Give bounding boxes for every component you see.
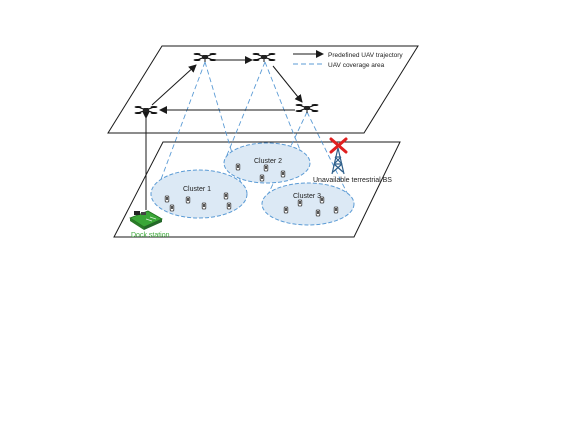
mobile-phone-icon (280, 170, 286, 178)
unavailable-cross-icon (329, 137, 348, 154)
legend: Predefined UAV trajectory UAV coverage a… (293, 50, 403, 69)
mobile-phone-icon (185, 196, 191, 204)
uav-2 (192, 52, 218, 63)
mobile-phone-icon (333, 206, 339, 214)
drone-icon (251, 52, 277, 63)
cluster-3-area (261, 182, 355, 226)
uav-3 (251, 52, 277, 63)
mobile-phone-icon (201, 202, 207, 210)
cluster-1-area (150, 169, 248, 219)
cluster-2-label: Cluster 2 (254, 158, 282, 165)
drone-icon (294, 103, 320, 114)
uav-1 (133, 105, 159, 116)
dock-station-icon (129, 210, 163, 230)
legend-trajectory-label: Predefined UAV trajectory (328, 52, 403, 59)
mobile-phone-icon (297, 199, 303, 207)
dock-label: Dock station (131, 232, 170, 239)
ground-plane (113, 141, 401, 238)
mobile-phone-icon (235, 163, 241, 171)
bs-label: Unavailable terrestrial BS (313, 177, 392, 184)
uav-trajectory (151, 56, 303, 114)
drone-icon (133, 105, 159, 116)
cluster-1-label: Cluster 1 (183, 186, 211, 193)
mobile-phone-icon (263, 164, 269, 172)
mobile-phone-icon (169, 204, 175, 212)
legend-coverage-label: UAV coverage area (328, 62, 385, 69)
mobile-phone-icon (226, 202, 232, 210)
mobile-phone-icon (259, 174, 265, 182)
cluster-2-area (223, 142, 311, 184)
mobile-phone-icon (223, 192, 229, 200)
mobile-phone-icon (164, 195, 170, 203)
cell-tower-icon (331, 147, 345, 175)
mobile-phone-icon (319, 196, 325, 204)
cluster-3-label: Cluster 3 (293, 193, 321, 200)
uav-plane (107, 45, 419, 134)
mobile-phone-icon (283, 206, 289, 214)
drone-icon (192, 52, 218, 63)
mobile-phone-icon (315, 209, 321, 217)
uav-4 (294, 103, 320, 114)
